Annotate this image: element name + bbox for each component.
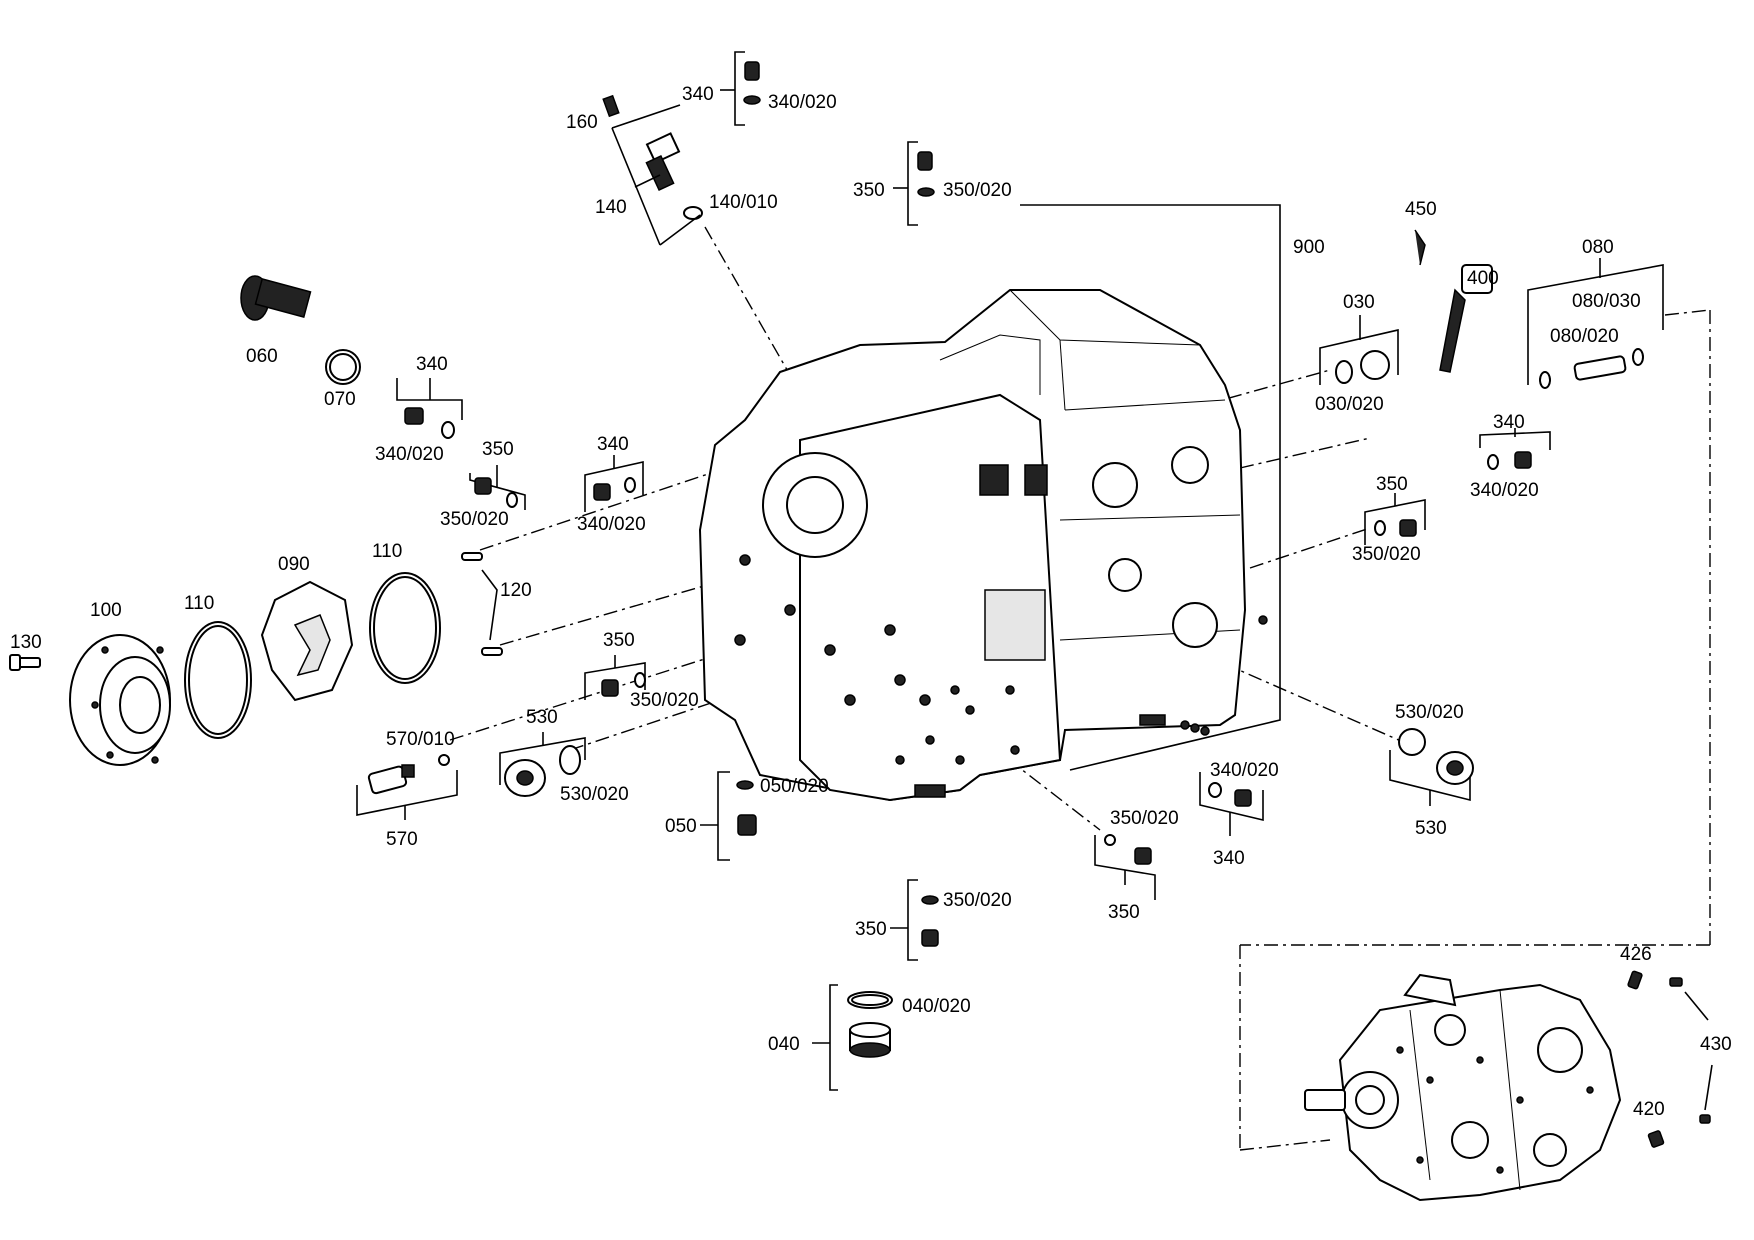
label-340-020-top: 340/020	[768, 92, 837, 113]
label-340-b: 340	[597, 434, 629, 455]
housing-bolt-holes	[734, 554, 1020, 765]
part-group-450-400: 450 400	[1405, 199, 1499, 373]
part-group-350-c: 350 350/020	[584, 630, 699, 711]
part-group-350-a: 350 350/020	[440, 439, 526, 530]
label-070: 070	[324, 389, 356, 410]
label-350-020-top: 350/020	[943, 180, 1012, 201]
label-340-d: 340	[1213, 848, 1245, 869]
part-group-340-b: 340 340/020	[577, 434, 646, 535]
label-340-r: 340	[1493, 412, 1525, 433]
label-050: 050	[665, 816, 697, 837]
label-350-020-a: 350/020	[440, 509, 509, 530]
label-530-020-a: 530/020	[560, 784, 629, 805]
part-group-350-top: 350 350/020	[853, 141, 1012, 226]
label-450: 450	[1405, 199, 1437, 220]
label-340-020-r: 340/020	[1470, 480, 1539, 501]
label-110-b: 110	[184, 593, 214, 614]
label-426: 426	[1620, 944, 1652, 965]
part-group-040: 040/020 040	[768, 984, 971, 1091]
part-group-340-r: 340 340/020	[1470, 412, 1551, 501]
label-100: 100	[90, 600, 122, 621]
label-080-020: 080/020	[1550, 326, 1619, 347]
label-030: 030	[1343, 292, 1375, 313]
label-570-010: 570/010	[386, 729, 455, 750]
part-group-030: 030 030/020	[1315, 292, 1399, 415]
label-130: 130	[10, 632, 42, 653]
part-group-350-r: 350 350/020	[1352, 474, 1426, 565]
label-350-c: 350	[603, 630, 635, 651]
label-160: 160	[566, 112, 598, 133]
label-350-a: 350	[482, 439, 514, 460]
label-040: 040	[768, 1034, 800, 1055]
part-group-120: 120	[461, 552, 532, 656]
label-140-010: 140/010	[709, 192, 778, 213]
label-900: 900	[1293, 237, 1325, 258]
label-340-a: 340	[416, 354, 448, 375]
label-110-a: 110	[372, 541, 402, 562]
label-340-020-d: 340/020	[1210, 760, 1279, 781]
label-080: 080	[1582, 237, 1614, 258]
label-400: 400	[1467, 268, 1499, 289]
label-350-r: 350	[1376, 474, 1408, 495]
part-group-340-top: 340 340/020	[682, 51, 837, 126]
part-group-350-d: 350/020 350	[1094, 808, 1179, 923]
label-430: 430	[1700, 1034, 1732, 1055]
part-group-530-a: 530 530/020	[499, 707, 629, 805]
label-570: 570	[386, 829, 418, 850]
part-group-340-d: 340/020 340	[1199, 760, 1279, 869]
label-090: 090	[278, 554, 310, 575]
label-350-e: 350	[855, 919, 887, 940]
part-group-060: 060 070	[240, 275, 361, 410]
label-060: 060	[246, 346, 278, 367]
label-350-020-r: 350/020	[1352, 544, 1421, 565]
label-350-d: 350	[1108, 902, 1140, 923]
label-340-020-b: 340/020	[577, 514, 646, 535]
label-350-020-d: 350/020	[1110, 808, 1179, 829]
label-350-top: 350	[853, 180, 885, 201]
label-080-030: 080/030	[1572, 291, 1641, 312]
label-530-r: 530	[1415, 818, 1447, 839]
label-340-020-a: 340/020	[375, 444, 444, 465]
part-group-pump-cover: 110 090 110 100 130	[9, 541, 441, 766]
label-120: 120	[500, 580, 532, 601]
label-530-020-r: 530/020	[1395, 702, 1464, 723]
part-group-050: 050/020 050	[665, 771, 829, 861]
label-040-020: 040/020	[902, 996, 971, 1017]
label-420: 420	[1633, 1099, 1665, 1120]
assembled-gearbox-inset: 426 430 420	[1304, 944, 1732, 1202]
part-group-080: 080 080/030 080/020	[1527, 237, 1664, 389]
part-group-140: 160 140 140/010	[566, 94, 778, 246]
label-050-020: 050/020	[760, 776, 829, 797]
part-group-340-a: 340 340/020	[375, 354, 463, 465]
main-gearbox-housing: 900	[698, 204, 1325, 802]
part-group-350-e: 350/020 350	[855, 879, 1012, 961]
part-group-530-r: 530/020 530	[1389, 702, 1474, 839]
label-350-020-c: 350/020	[630, 690, 699, 711]
label-530-a: 530	[526, 707, 558, 728]
part-group-570: 570/010 570	[356, 729, 458, 850]
label-340-top: 340	[682, 84, 714, 105]
inset-bolt-holes	[1396, 1046, 1594, 1174]
label-030-020: 030/020	[1315, 394, 1384, 415]
label-140: 140	[595, 197, 627, 218]
label-350-020-e: 350/020	[943, 890, 1012, 911]
